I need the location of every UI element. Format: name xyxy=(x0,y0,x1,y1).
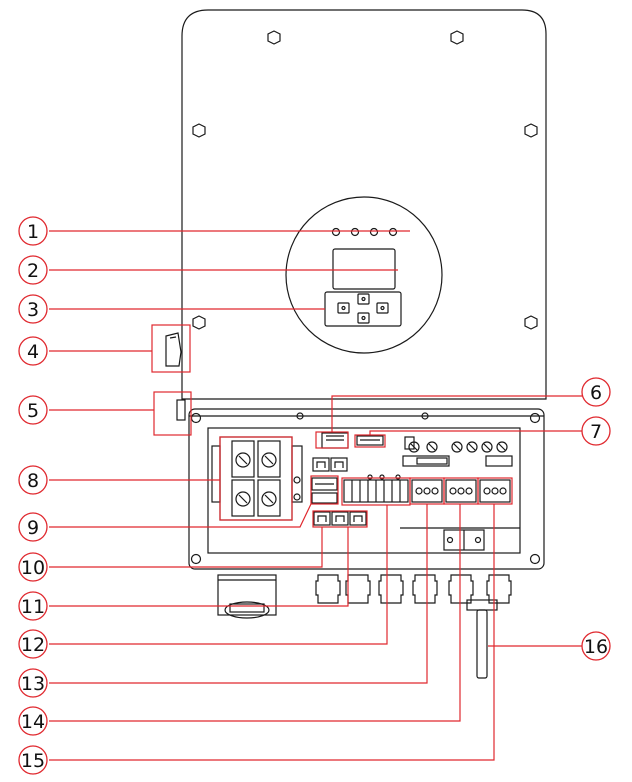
callout-11-number: 11 xyxy=(21,596,45,618)
dip-switch xyxy=(311,477,338,491)
indicator-led-icon xyxy=(331,227,341,237)
fuse-holder xyxy=(402,455,450,467)
wifi-antenna xyxy=(476,609,488,679)
callout-12 xyxy=(18,629,48,659)
dip-switch xyxy=(311,492,338,504)
callout-8 xyxy=(18,465,48,495)
callout-13-number: 13 xyxy=(21,673,45,695)
callout-14 xyxy=(18,706,48,736)
button-icon xyxy=(337,302,350,314)
wiring-compartment xyxy=(207,427,521,554)
mount-hex-icon xyxy=(524,123,538,138)
callout-9-number: 9 xyxy=(27,517,39,539)
callout-14-number: 14 xyxy=(21,711,45,733)
rj45-port-icon xyxy=(330,457,348,472)
battery-terminal-block xyxy=(219,436,293,521)
callout-8-number: 8 xyxy=(27,470,39,492)
mount-hex-icon xyxy=(524,315,538,330)
lower-cover xyxy=(188,408,545,570)
callout-5 xyxy=(18,395,48,425)
inverter-upper-housing xyxy=(181,9,547,400)
callout-10-number: 10 xyxy=(21,557,45,579)
callout-9 xyxy=(18,512,48,542)
mount-hex-icon xyxy=(192,123,206,138)
callout-6 xyxy=(581,377,611,407)
rj45-port-icon xyxy=(349,511,367,526)
cable-gland-icon xyxy=(315,574,341,604)
callout-1-number: 1 xyxy=(27,221,39,243)
callout-15-number: 15 xyxy=(21,750,45,772)
cable-gland-icon xyxy=(486,574,512,604)
callout-2 xyxy=(18,255,48,285)
cable-gland-icon xyxy=(345,574,371,604)
indicator-led-icon xyxy=(388,227,398,237)
callout-3-number: 3 xyxy=(27,299,39,321)
callout-16-number: 16 xyxy=(584,636,608,658)
mount-hex-icon xyxy=(267,30,281,45)
terminal-3pin xyxy=(411,479,443,503)
terminal-3pin xyxy=(479,479,511,503)
callout-4-number: 4 xyxy=(27,341,39,363)
callout-15 xyxy=(18,745,48,775)
cable-gland-icon xyxy=(378,574,404,604)
callout-13 xyxy=(18,668,48,698)
indicator-led-icon xyxy=(369,227,379,237)
callout-6-number: 6 xyxy=(590,382,602,404)
mount-hex-icon xyxy=(450,30,464,45)
callout-16 xyxy=(581,631,611,661)
button-icon xyxy=(376,302,389,314)
comm-header-block xyxy=(356,435,384,446)
mount-hex-icon xyxy=(192,315,206,330)
callout-1 xyxy=(18,216,48,246)
callout-7 xyxy=(581,416,611,446)
indicator-led-icon xyxy=(350,227,360,237)
display-panel xyxy=(285,196,443,354)
callout-5-number: 5 xyxy=(27,400,39,422)
side-power-switch xyxy=(165,332,182,367)
callout-leaders xyxy=(49,230,583,761)
callout-12-number: 12 xyxy=(21,634,45,656)
button-icon xyxy=(357,312,370,324)
terminal-3pin xyxy=(445,479,477,503)
button-icon xyxy=(357,293,370,305)
callout-10 xyxy=(18,552,48,582)
rj45-port-icon xyxy=(312,457,330,472)
callout-4 xyxy=(18,336,48,366)
callout-7-number: 7 xyxy=(590,421,602,443)
callout-3 xyxy=(18,294,48,324)
cable-gland-icon xyxy=(412,574,438,604)
lcd-screen xyxy=(332,248,396,290)
side-connector xyxy=(176,399,186,421)
callout-2-number: 2 xyxy=(27,260,39,282)
battery-cable-gland xyxy=(217,574,277,616)
rj45-port-icon xyxy=(331,511,349,526)
cable-gland-icon xyxy=(448,574,474,604)
callout-markers xyxy=(18,216,611,775)
rj45-port-icon xyxy=(313,511,331,526)
callout-11 xyxy=(18,591,48,621)
